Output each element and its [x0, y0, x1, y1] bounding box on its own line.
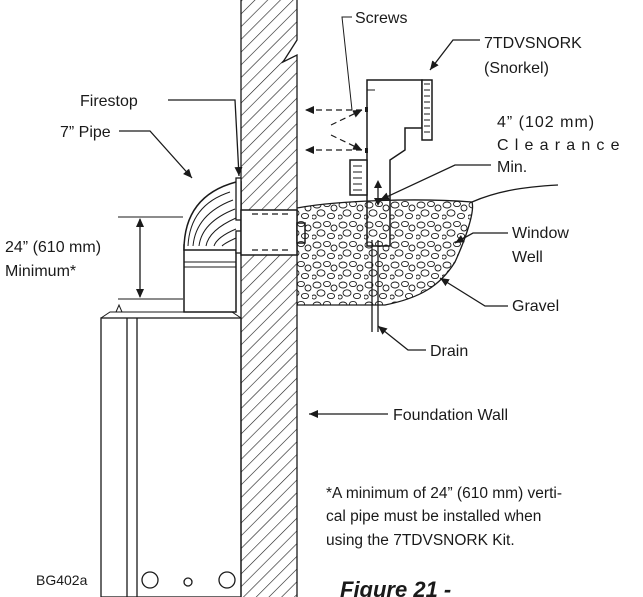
- note-line2: cal pipe must be installed when: [326, 508, 541, 525]
- gravel-bed: [296, 184, 559, 332]
- foundation-wall: [240, 0, 298, 597]
- water-heater: [100, 303, 242, 597]
- vertical-line2-label: Minimum*: [5, 263, 76, 280]
- vent-pipe: [183, 181, 242, 313]
- snorkel-name-label: (Snorkel): [484, 60, 549, 77]
- foundation-wall-label: Foundation Wall: [393, 407, 508, 424]
- note-line1: *A minimum of 24” (610 mm) verti-: [326, 485, 562, 502]
- note-line3: using the 7TDVSNORK Kit.: [326, 532, 515, 549]
- gravel-label: Gravel: [512, 298, 559, 315]
- leader-lines: [119, 16, 508, 418]
- window-well-line1-label: Window: [512, 225, 569, 242]
- figure-caption: Figure 21 -: [340, 577, 451, 597]
- clearance-line2-label: Clearance: [497, 137, 626, 154]
- wall-sleeve: [240, 209, 306, 256]
- snorkel-model-label: 7TDVSNORK: [484, 35, 582, 52]
- firestop-label: Firestop: [80, 93, 138, 110]
- screws-label: Screws: [355, 10, 407, 27]
- window-well-line2-label: Well: [512, 249, 543, 266]
- clearance-line1-label: 4” (102 mm): [497, 114, 595, 131]
- vertical-line1-label: 24” (610 mm): [5, 239, 101, 256]
- pipe-label: 7” Pipe: [60, 124, 111, 141]
- drawing-code: BG402a: [36, 572, 88, 588]
- screw-lines: [305, 106, 363, 154]
- vertical-dimension: [118, 216, 183, 300]
- drain-label: Drain: [430, 343, 468, 360]
- clearance-line3-label: Min.: [497, 159, 527, 176]
